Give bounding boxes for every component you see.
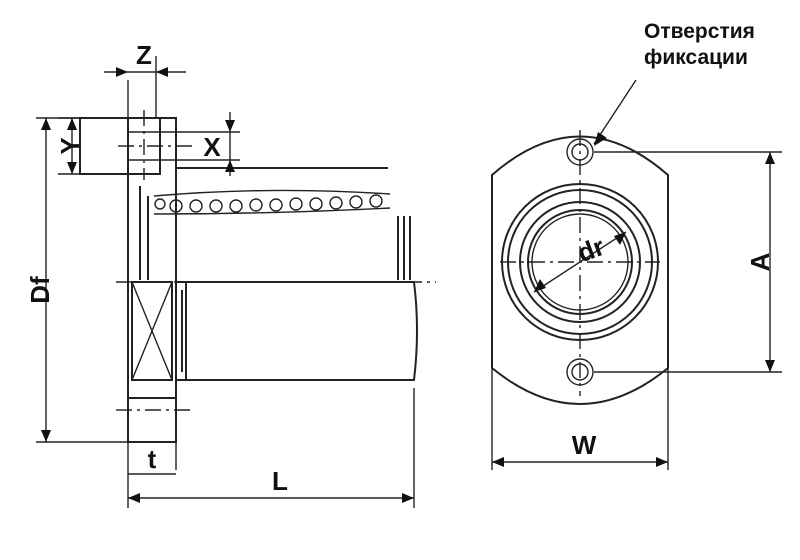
dim-a-label: A	[745, 252, 775, 271]
dim-w-label: W	[572, 430, 597, 460]
dim-y-label: Y	[55, 137, 85, 154]
fixing-hole-section-bottom	[127, 397, 177, 443]
callout-line-2: фиксации	[644, 46, 748, 69]
ball-row	[153, 189, 391, 215]
dim-x-label: X	[203, 132, 221, 162]
flange-plate	[127, 117, 177, 443]
dim-z-label: Z	[136, 40, 152, 70]
dim-t-label: t	[148, 444, 157, 474]
bearing-sleeve	[176, 281, 418, 381]
callout-line-1: Отверстия	[644, 20, 755, 43]
side-view: Z Y X Df t L	[25, 40, 436, 508]
dim-l-label: L	[272, 466, 288, 496]
dim-df-label: Df	[25, 276, 55, 304]
front-view: dr A W Отверстия фиксации	[491, 20, 782, 470]
